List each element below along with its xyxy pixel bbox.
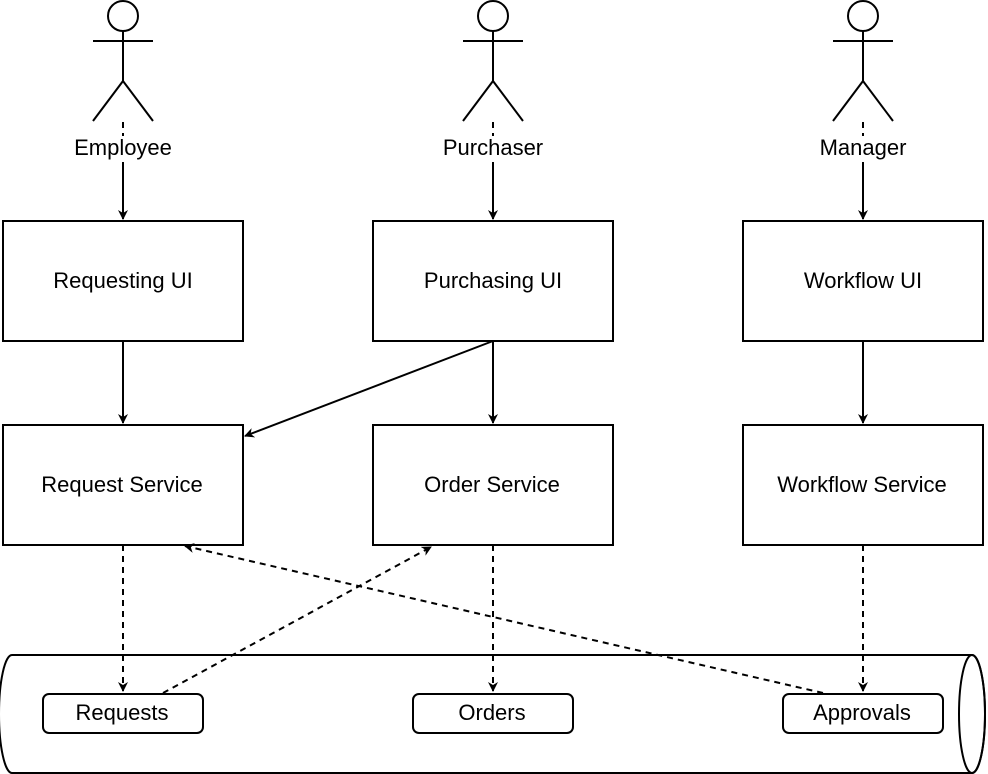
requests-queue: Requests [42, 693, 204, 734]
actor-label: Manager [820, 135, 907, 160]
workflow-service-box: Workflow Service [742, 424, 984, 546]
workflow-ui-box: Workflow UI [742, 220, 984, 342]
queue-label: Requests [76, 700, 169, 725]
requesting-ui-box: Requesting UI [2, 220, 244, 342]
box-label: Order Service [424, 472, 560, 497]
request-service-box: Request Service [2, 424, 244, 546]
person-icon [92, 0, 154, 122]
approvals-queue: Approvals [782, 693, 944, 734]
purchasing-ui-box: Purchasing UI [372, 220, 614, 342]
box-label: Requesting UI [53, 268, 192, 293]
edge-purchasing-ui-request-service [244, 340, 494, 438]
box-label: Request Service [41, 472, 202, 497]
box-label: Workflow Service [777, 472, 947, 497]
actor-manager [832, 0, 894, 122]
storage-cylinder [0, 654, 986, 774]
queue-label: Approvals [813, 700, 911, 725]
box-label: Workflow UI [804, 268, 922, 293]
actor-label: Purchaser [443, 135, 543, 160]
person-icon [832, 0, 894, 122]
order-service-box: Order Service [372, 424, 614, 546]
edge-requests-order-service [162, 546, 432, 694]
box-label: Purchasing UI [424, 268, 562, 293]
person-icon [462, 0, 524, 122]
actor-employee [92, 0, 154, 122]
orders-queue: Orders [412, 693, 574, 734]
edge-approvals-request-service [184, 543, 824, 694]
queue-label: Orders [458, 700, 525, 725]
actor-purchaser [462, 0, 524, 122]
actor-label: Employee [74, 135, 172, 160]
